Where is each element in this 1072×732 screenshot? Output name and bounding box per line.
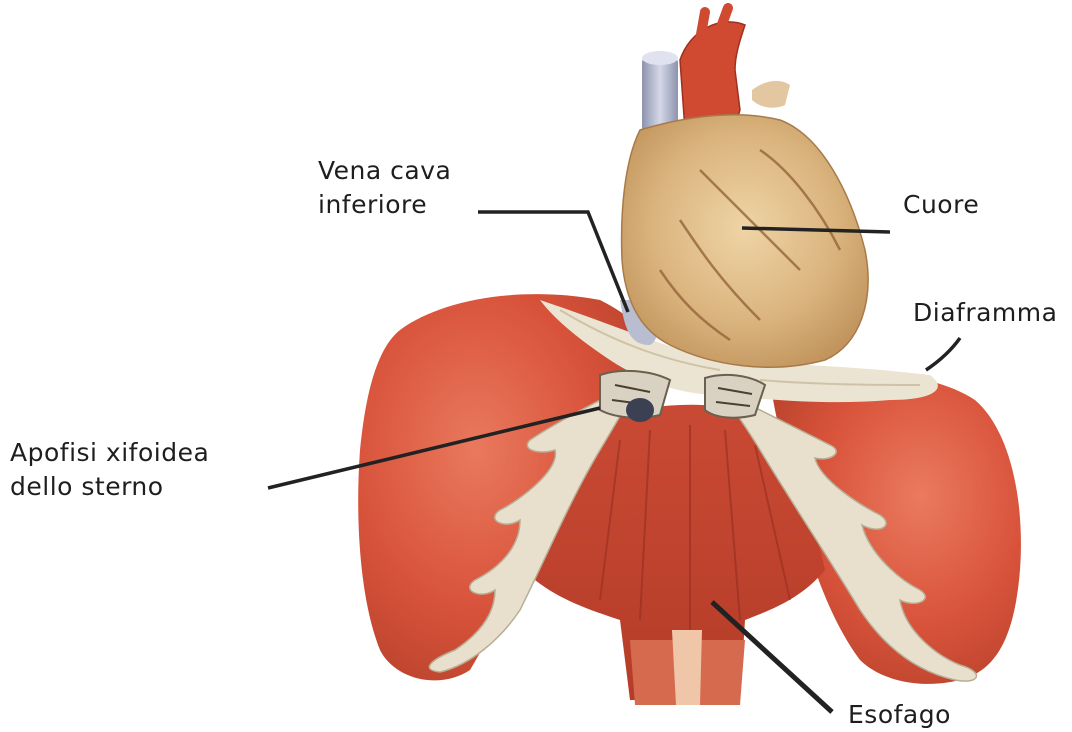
label-apofisi: Apofisi xifoidea dello sterno — [10, 436, 209, 504]
label-vena-cava-line2: inferiore — [318, 188, 451, 222]
label-cuore: Cuore — [903, 188, 979, 222]
label-vena-cava: Vena cava inferiore — [318, 154, 451, 222]
label-diaframma: Diaframma — [913, 296, 1057, 330]
leader-diaframma — [926, 338, 960, 370]
label-apofisi-line2: dello sterno — [10, 470, 209, 504]
label-vena-cava-line1: Vena cava — [318, 154, 451, 188]
label-esofago: Esofago — [848, 698, 951, 732]
label-apofisi-line1: Apofisi xifoidea — [10, 436, 209, 470]
heart — [622, 115, 868, 367]
